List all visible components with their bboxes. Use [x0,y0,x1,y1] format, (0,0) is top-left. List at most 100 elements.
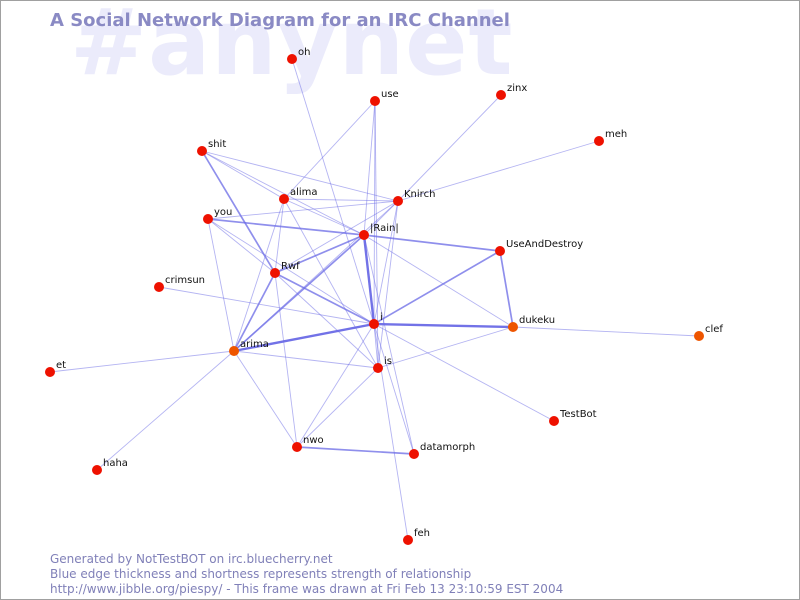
node-dot-et [45,367,55,377]
node-nwo: nwo [292,435,324,452]
node-oh: oh [287,47,310,64]
node-UseAndDestroy: UseAndDestroy [495,239,583,256]
node-dot-UseAndDestroy [495,246,505,256]
edge-use-alima [283,100,376,200]
footer: Generated by NotTestBOT on irc.bluecherr… [50,552,563,597]
edge-arima-is [233,350,379,369]
footer-generated-by: Generated by NotTestBOT on irc.bluecherr… [50,552,333,566]
edge-i-datamorph [373,323,415,455]
edge-Rain-i [362,234,376,325]
node-label-clef: clef [705,324,723,335]
node-crimsun: crimsun [154,275,205,292]
node-meh: meh [594,129,627,146]
edge-Knirch-Rwf [274,200,399,274]
node-label-Rwf: Rwf [281,261,300,272]
node-you: you [203,207,232,224]
node-haha: haha [92,458,128,475]
node-dot-TestBot [549,416,559,426]
edge-i-nwo [296,323,375,448]
edge-meh-Knirch [397,140,600,202]
node-i: i [369,312,383,329]
edge-is-nwo [296,367,379,448]
edge-use-i [373,100,376,325]
node-zinx: zinx [496,83,527,100]
edge-shit-alima [201,150,285,200]
edge-dukeku-is [377,326,514,369]
node-dot-meh [594,136,604,146]
node-dot-alima [279,194,289,204]
node-label-UseAndDestroy: UseAndDestroy [506,239,583,250]
node-label-you: you [214,207,232,218]
edge-Rain-datamorph [363,234,415,455]
edge-you-i [207,218,375,325]
node-label-is: is [384,356,392,367]
edge-nwo-datamorph [296,446,415,455]
node-label-crimsun: crimsun [165,275,205,286]
edge-Rwf-nwo [274,272,298,448]
edge-you-arima [207,218,235,352]
nodes-layer: oh use zinx meh shit alima Knirch you |Rain| UseA… [45,47,723,545]
node-feh: feh [403,528,430,545]
edge-Knirch-you [207,200,399,220]
node-dukeku: dukeku [508,315,555,332]
footer-timestamp: http://www.jibble.org/piespy/ - This fra… [50,582,564,596]
edge-oh-i [291,58,375,325]
node-dot-feh [403,535,413,545]
node-arima: arima [229,339,269,356]
node-is: is [373,356,392,373]
edge-i-feh [373,323,409,541]
node-label-shit: shit [208,139,226,150]
edge-Rain-UseAndDestroy [363,234,501,252]
edge-shit-Knirch [201,150,399,202]
node-label-Rain: |Rain| [370,223,399,234]
edges-layer [49,58,700,541]
edge-shit-Rain [201,150,365,236]
diagram-title: A Social Network Diagram for an IRC Chan… [50,10,510,31]
edge-alima-Knirch [283,198,399,202]
edge-arima-haha [96,350,235,471]
edge-Rwf-is [274,272,379,369]
edge-UseAndDestroy-dukeku [499,250,514,328]
node-label-meh: meh [605,129,627,140]
node-Rain: |Rain| [359,223,399,240]
edge-Rwf-arima [233,272,276,352]
node-clef: clef [694,324,723,341]
edge-Rain-Rwf [274,234,365,274]
node-label-dukeku: dukeku [519,315,555,326]
channel-watermark: #anynet [70,0,514,96]
node-dot-you [203,214,213,224]
node-label-oh: oh [298,47,310,58]
node-Knirch: Knirch [393,189,435,206]
edge-i-TestBot [373,323,555,422]
node-dot-i [369,319,379,329]
edge-arima-nwo [233,350,298,448]
node-dot-Knirch [393,196,403,206]
node-label-nwo: nwo [303,435,324,446]
edge-dukeku-clef [512,326,700,337]
node-dot-arima [229,346,239,356]
node-dot-zinx [496,90,506,100]
node-label-alima: alima [290,187,318,198]
edge-i-dukeku [373,322,514,329]
node-Rwf: Rwf [270,261,300,278]
edge-alima-arima [233,198,285,352]
edge-Rwf-i [274,272,375,325]
node-dot-Rain [359,230,369,240]
edge-you-Rain [207,218,365,236]
node-dot-oh [287,54,297,64]
edge-alima-Rain [283,198,365,236]
node-label-use: use [381,89,399,100]
edge-alima-Rwf [274,198,285,274]
node-dot-shit [197,146,207,156]
node-shit: shit [197,139,226,156]
edge-Knirch-is [377,200,399,369]
node-dot-crimsun [154,282,164,292]
edge-i-arima [233,322,375,353]
edge-zinx-Knirch [397,94,502,202]
node-et: et [45,360,66,377]
edge-shit-Rwf [201,150,276,274]
edge-i-is [373,323,379,369]
edge-arima-et [49,350,235,373]
edge-alima-is [283,198,379,369]
